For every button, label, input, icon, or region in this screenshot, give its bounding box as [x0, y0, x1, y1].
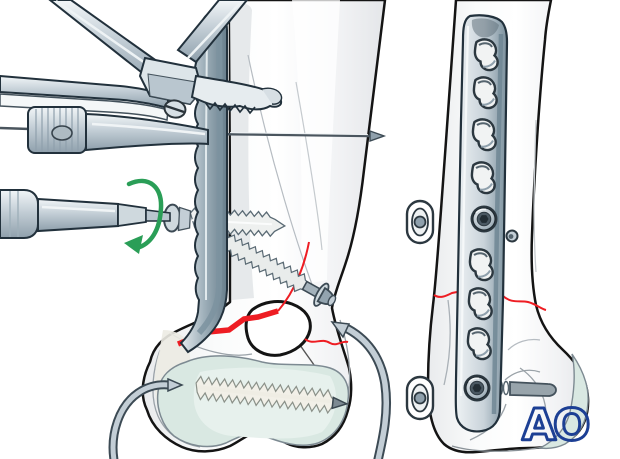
medial-malleolus-cartilage [537, 353, 589, 450]
left-panel [0, 0, 392, 459]
pointed-reduction-clamp-tine-left [108, 377, 184, 459]
transverse-articular-lag-screw [195, 375, 349, 415]
forceps-jaw [190, 74, 283, 111]
wire-tip [369, 130, 387, 142]
knurled-knob-with-guide-wire [0, 106, 209, 154]
screwdriver [0, 189, 171, 239]
right-panel: AO [405, 0, 594, 454]
oblique-lag-screw-with-washer [215, 230, 337, 307]
rotation-arrowhead [124, 235, 143, 254]
guide-wire [207, 130, 387, 142]
screw-tip [331, 396, 349, 410]
rotation-arrow [124, 178, 164, 254]
end-on-screw-heads [405, 199, 435, 421]
edge-on-anterior-plate [179, 11, 228, 354]
fracture-line-right [433, 291, 547, 311]
ao-logo: AO [522, 400, 589, 451]
jaw-serrations [204, 101, 256, 115]
protruding-screw-tip [505, 229, 519, 243]
pointed-reduction-clamp-tine-right [330, 321, 392, 459]
plate-holding-forceps [0, 0, 283, 121]
